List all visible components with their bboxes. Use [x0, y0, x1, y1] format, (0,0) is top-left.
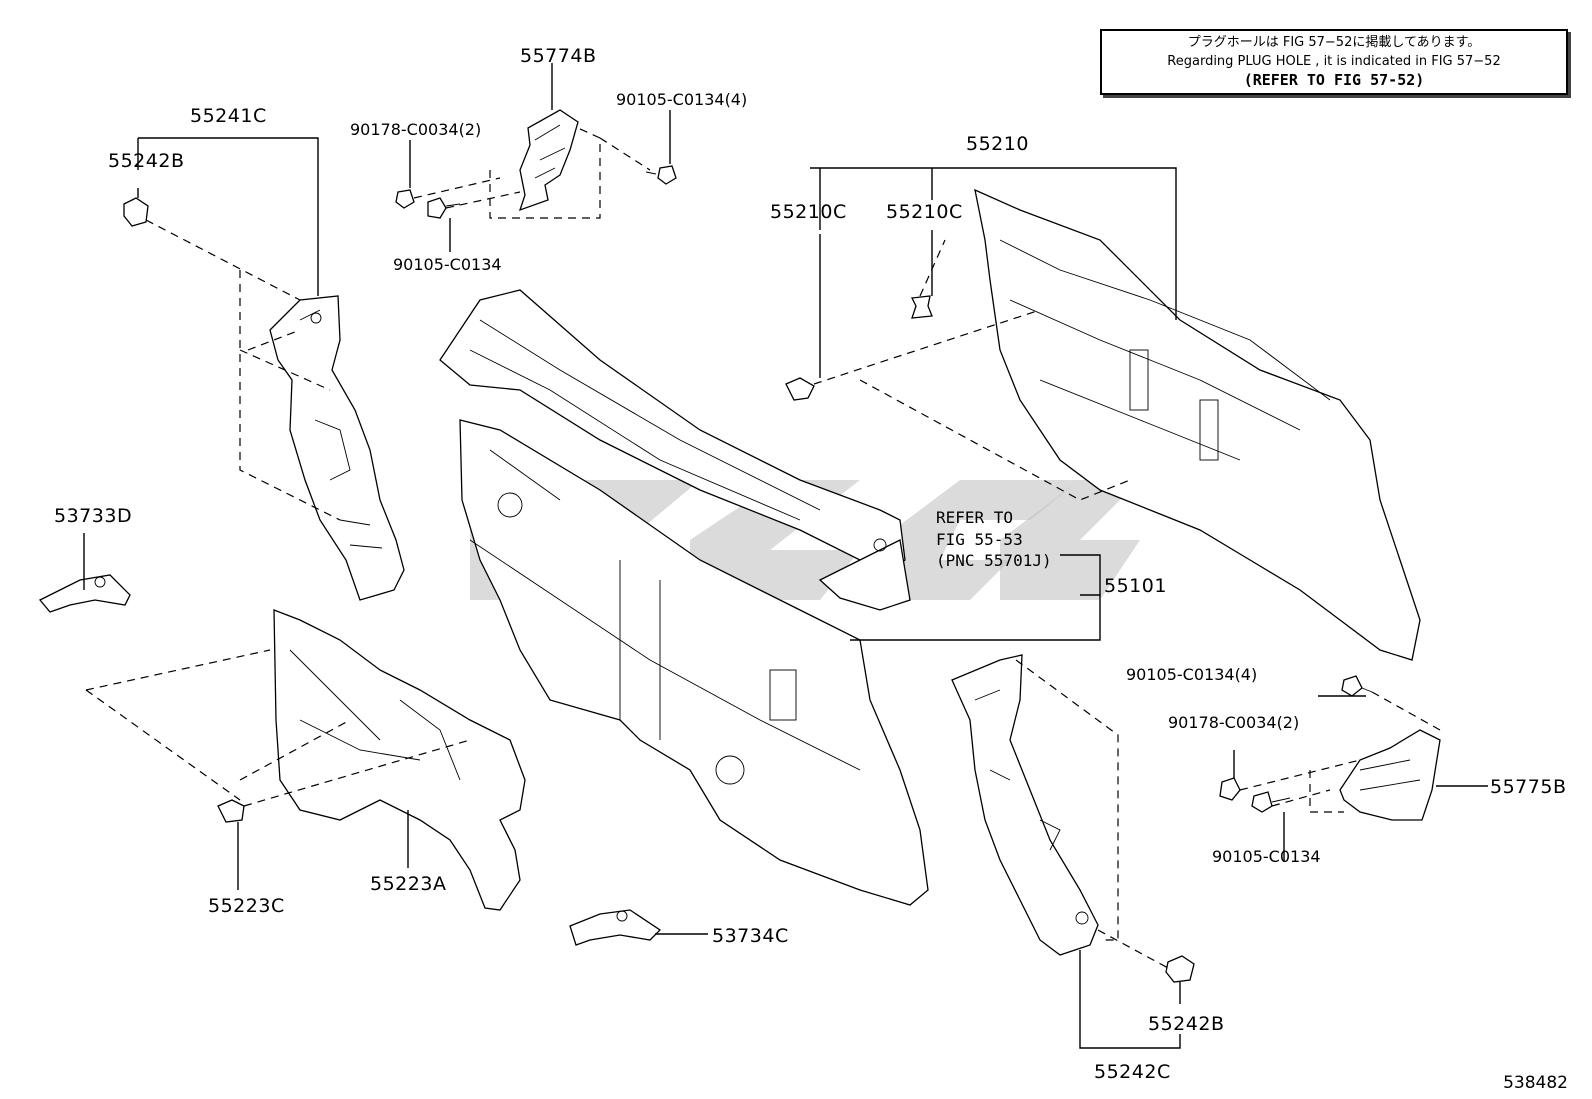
label-55774b: 55774B — [520, 45, 596, 67]
label-53733d: 53733D — [54, 505, 132, 527]
label-55242b-bottom: 55242B — [1148, 1013, 1224, 1035]
clip-55210c-right[interactable] — [911, 295, 933, 319]
note-refer: (REFER TO FIG 57-52) — [1243, 71, 1425, 89]
silencer-55223a[interactable] — [273, 609, 526, 911]
label-53734c: 53734C — [712, 925, 789, 947]
label-90178-c0034-right: 90178-C0034(2) — [1168, 713, 1299, 732]
nut-90178-c0034-top[interactable] — [395, 189, 415, 209]
diagram-code: 538482 — [1503, 1073, 1568, 1093]
bolt-90105-c0134-right[interactable] — [1251, 791, 1291, 813]
label-55775b: 55775B — [1490, 776, 1566, 798]
label-90105-c0134-right: 90105-C0134 — [1212, 847, 1321, 866]
label-55101: 55101 — [1104, 575, 1167, 597]
label-55210: 55210 — [966, 133, 1029, 155]
label-55210c-left: 55210C — [770, 201, 847, 223]
dash-panel-55101[interactable] — [459, 419, 929, 906]
refer-line-3: (PNC 55701J) — [936, 551, 1052, 570]
label-55210c-right: 55210C — [886, 201, 963, 223]
bracket-55701j[interactable] — [818, 538, 911, 611]
label-55241c: 55241C — [190, 105, 267, 127]
pillar-55242c[interactable] — [951, 654, 1099, 956]
bracket-55775b[interactable] — [1339, 729, 1441, 821]
label-90105-c0134-4-right: 90105-C0134(4) — [1126, 665, 1257, 684]
clip-55223c[interactable] — [217, 799, 245, 823]
refer-line-1: REFER TO — [936, 508, 1013, 527]
bracket-53733d[interactable] — [38, 574, 131, 613]
bolt-90105-c0134-top[interactable] — [427, 197, 461, 219]
label-55223a: 55223A — [370, 873, 446, 895]
clip-55242b-top[interactable] — [123, 197, 149, 227]
note-japanese: プラグホールは FIG 57−52に掲載してあります。 — [1187, 35, 1481, 50]
cowl-top-panel[interactable] — [439, 289, 906, 581]
label-55223c: 55223C — [208, 895, 285, 917]
label-55242c: 55242C — [1094, 1061, 1171, 1083]
clip-55242b-bottom[interactable] — [1165, 955, 1195, 983]
clip-55210c-left[interactable] — [785, 377, 815, 401]
note-english: Regarding PLUG HOLE , it is indicated in… — [1167, 54, 1501, 69]
bracket-53734c[interactable] — [569, 909, 662, 946]
nut-90178-c0034-right[interactable] — [1219, 777, 1241, 801]
plug-hole-note: プラグホールは FIG 57−52に掲載してあります。 Regarding PL… — [1100, 29, 1568, 95]
leader-lines — [83, 63, 1488, 1049]
label-90105-c0134-top: 90105-C0134 — [393, 255, 502, 274]
bolt-90105-c0134-4-top[interactable] — [645, 165, 677, 185]
pillar-55241c[interactable] — [269, 295, 405, 601]
bracket-55774b[interactable] — [518, 109, 579, 212]
label-90105-c0134-4-top: 90105-C0134(4) — [616, 90, 747, 109]
label-55242b-top: 55242B — [108, 150, 184, 172]
bolt-90105-c0134-4-right[interactable] — [1341, 675, 1373, 697]
refer-line-2: FIG 55-53 — [936, 530, 1023, 549]
silencer-55210[interactable] — [974, 188, 1421, 661]
label-90178-c0034-top: 90178-C0034(2) — [350, 120, 481, 139]
